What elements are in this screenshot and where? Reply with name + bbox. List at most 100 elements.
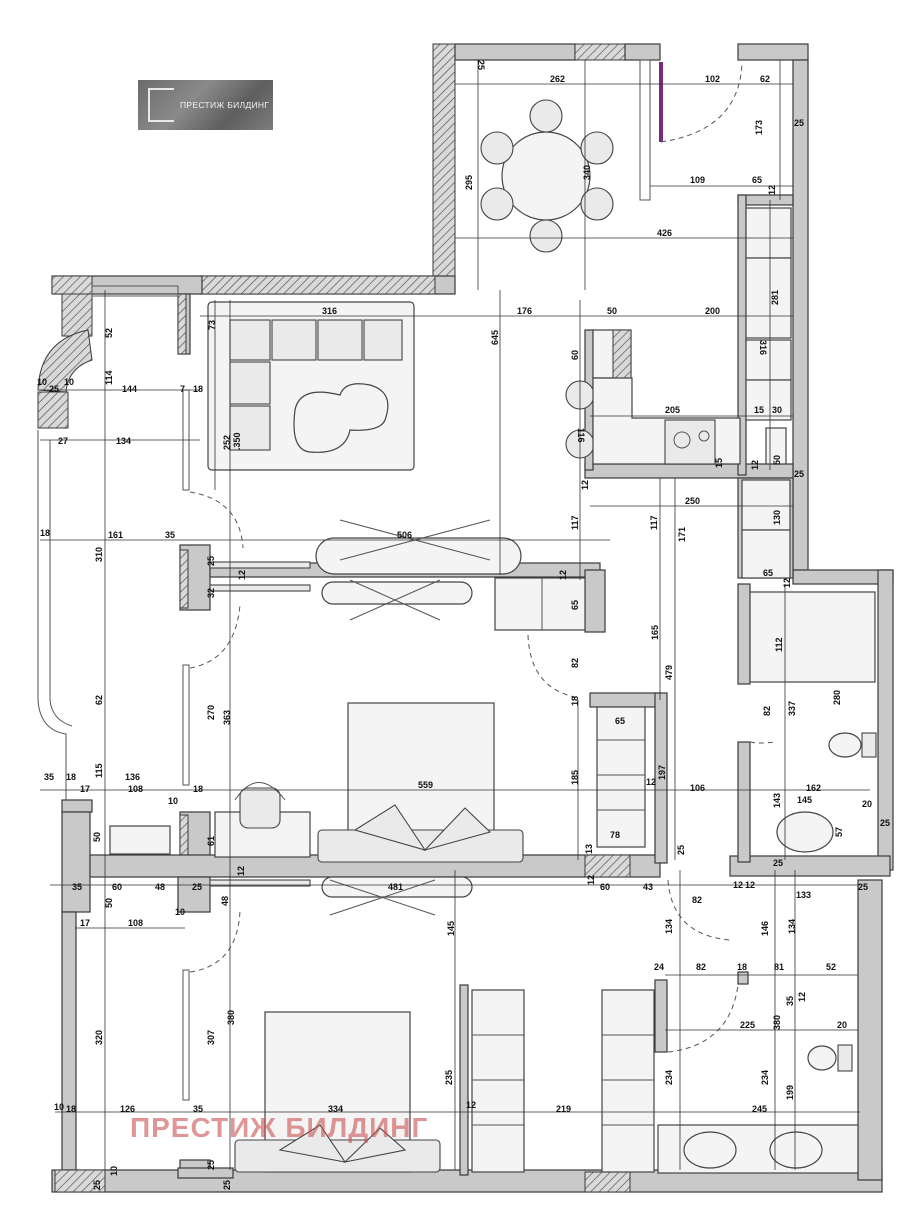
dim-label: 380 [226,1010,236,1025]
dim-label: 17 [80,918,90,928]
dim-label: 25 [222,1180,232,1190]
dim-label: 50 [92,832,102,842]
dim-label: 62 [94,695,104,705]
dim-label: 25 [192,882,202,892]
dim-label: 25 [794,118,804,128]
dim-label: 30 [772,405,782,415]
dim-label: 52 [104,328,114,338]
dim-label: 262 [550,74,565,84]
dim-label: 136 [125,772,140,782]
dim-label: 162 [806,783,821,793]
dim-label: 18 [737,962,747,972]
dim-label: 65 [763,568,773,578]
dim-label: 171 [677,527,687,542]
dim-label: 320 [94,1030,104,1045]
dim-label: 18 [570,696,580,706]
dim-label: 134 [664,919,674,934]
dim-label: 35 [44,772,54,782]
dim-label: 10 [168,796,178,806]
dim-label: 24 [654,962,664,972]
dim-label: 481 [388,882,403,892]
dim-label: 35 [785,996,795,1006]
dim-label: 12 [745,880,755,890]
furniture [109,99,877,1174]
dim-label: 20 [837,1020,847,1030]
dim-label: 479 [664,665,674,680]
dim-label: 73 [207,320,217,330]
dim-label: 25 [206,1160,216,1170]
dim-label: 82 [762,706,772,716]
dim-label: 60 [112,882,122,892]
dim-label: 65 [570,600,580,610]
dim-label: 61 [206,836,216,846]
dim-label: 82 [570,658,580,668]
dim-label: 12 [466,1100,476,1110]
dim-label: 78 [610,830,620,840]
dim-label: 108 [128,918,143,928]
dim-label: 48 [220,896,230,906]
dim-label: 15 [754,405,764,415]
dim-label: 35 [165,530,175,540]
dim-label: 645 [490,330,500,345]
dim-label: 12 [797,992,807,1002]
dim-label: 27 [58,436,68,446]
dim-label: 25 [476,60,486,70]
dim-label: 18 [66,1104,76,1114]
dim-label: 10 [175,907,185,917]
dim-label: 10 [64,377,74,387]
dim-label: 281 [770,290,780,305]
dim-label: 52 [826,962,836,972]
dim-label: 35 [72,882,82,892]
dim-label: 199 [785,1085,795,1100]
dim-label: 316 [758,340,768,355]
dim-label: 12 [586,875,596,885]
dim-label: 108 [128,784,143,794]
dim-label: 134 [787,919,797,934]
dim-label: 25 [49,384,59,394]
dim-label: 12 [750,460,760,470]
dim-label: 25 [773,858,783,868]
outer-walls [37,43,894,1193]
dim-label: 12 [646,777,656,787]
dim-label: 10 [54,1102,64,1112]
dim-label: 12 [580,480,590,490]
dim-label: 363 [222,710,232,725]
dim-label: 25 [676,845,686,855]
dim-label: 15 [714,458,724,468]
dim-label: 165 [650,625,660,640]
dim-label: 145 [797,795,812,805]
dim-label: 17 [80,784,90,794]
dim-label: 134 [116,436,131,446]
dim-label: 13 [584,844,594,854]
dim-label: 219 [556,1104,571,1114]
dim-label: .350 [232,432,242,450]
logo-text: ПРЕСТИЖ БИЛДИНГ [180,100,270,110]
dim-label: 50 [104,898,114,908]
coffee-table [293,383,389,453]
dim-label: 337 [787,701,797,716]
dim-label: 200 [705,306,720,316]
dim-label: 106 [690,783,705,793]
dim-label: 43 [643,882,653,892]
company-logo: ПРЕСТИЖ БИЛДИНГ [138,80,273,130]
dim-label: 115 [94,763,104,778]
dim-label: 25 [880,818,890,828]
dim-label: 18 [193,784,203,794]
dim-label: 310 [94,547,104,562]
dim-label: 65 [615,716,625,726]
dim-label: 12 [236,866,246,876]
dim-label: 225 [740,1020,755,1030]
dim-label: 109 [690,175,705,185]
dim-label: 12 [767,185,777,195]
dim-label: 234 [664,1070,674,1085]
dim-label: 116 [576,428,586,443]
dim-label: 144 [122,384,137,394]
watermark-text: ПРЕСТИЖ БИЛДИНГ [130,1112,429,1143]
dim-label: 280 [832,690,842,705]
dim-label: 25 [794,469,804,479]
dim-label: 50 [607,306,617,316]
dim-label: 82 [696,962,706,972]
dim-label: 161 [108,530,123,540]
dim-label: 65 [752,175,762,185]
